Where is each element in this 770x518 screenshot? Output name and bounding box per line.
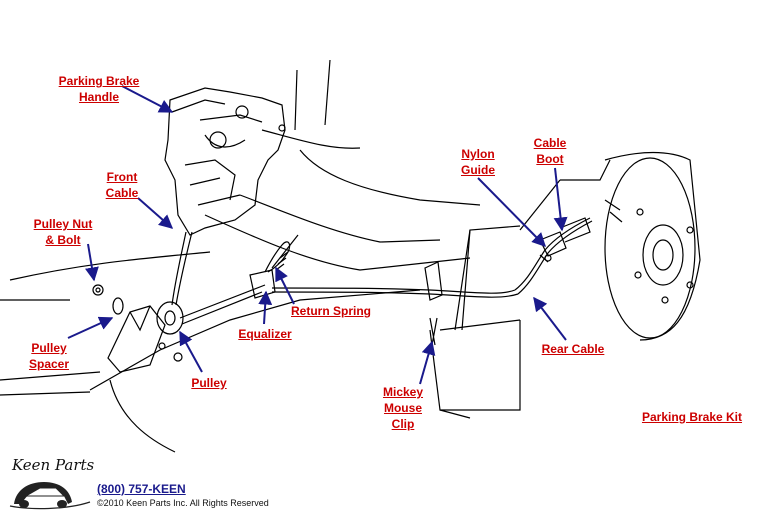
arrow-equalizer — [258, 290, 273, 325]
label-pulley-nut-bolt[interactable]: Pulley Nut & Bolt — [33, 217, 93, 247]
line-art — [0, 59, 701, 453]
arrow-rear-cable — [533, 296, 567, 341]
label-cable-boot[interactable]: Cable Boot — [533, 136, 567, 166]
arrow-pulley — [179, 330, 203, 373]
label-mickey-mouse-clip[interactable]: Mickey Mouse Clip — [382, 385, 424, 431]
label-equalizer[interactable]: Equalizer — [238, 327, 292, 341]
label-rear-cable[interactable]: Rear Cable — [541, 342, 605, 356]
arrow-front-cable — [137, 197, 174, 229]
copyright-notice: ©2010 Keen Parts Inc. All Rights Reserve… — [97, 498, 269, 508]
arrow-cable-boot — [553, 167, 568, 232]
label-front-cable[interactable]: Front Cable — [105, 170, 139, 200]
arrow-mickey-mouse-clip — [419, 340, 436, 385]
arrow-nylon-guide — [477, 177, 546, 247]
phone-number[interactable]: (800) 757-KEEN — [97, 482, 186, 496]
arrow-parking-brake-handle — [121, 85, 174, 113]
label-parking-brake-handle[interactable]: Parking Brake Handle — [58, 74, 140, 104]
arrow-pulley-nut-bolt — [85, 243, 99, 282]
arrow-pulley-spacer — [67, 316, 114, 339]
label-nylon-guide[interactable]: Nylon Guide — [460, 147, 495, 177]
keen-parts-logo: Keen Parts — [9, 456, 95, 510]
label-return-spring[interactable]: Return Spring — [291, 304, 371, 318]
arrow-return-spring — [275, 266, 295, 305]
svg-text:Keen Parts: Keen Parts — [11, 456, 95, 474]
link-parking-brake-kit[interactable]: Parking Brake Kit — [641, 410, 743, 424]
leader-arrows — [67, 85, 568, 385]
label-pulley-spacer[interactable]: Pulley Spacer — [28, 341, 70, 371]
label-pulley[interactable]: Pulley — [191, 376, 227, 390]
